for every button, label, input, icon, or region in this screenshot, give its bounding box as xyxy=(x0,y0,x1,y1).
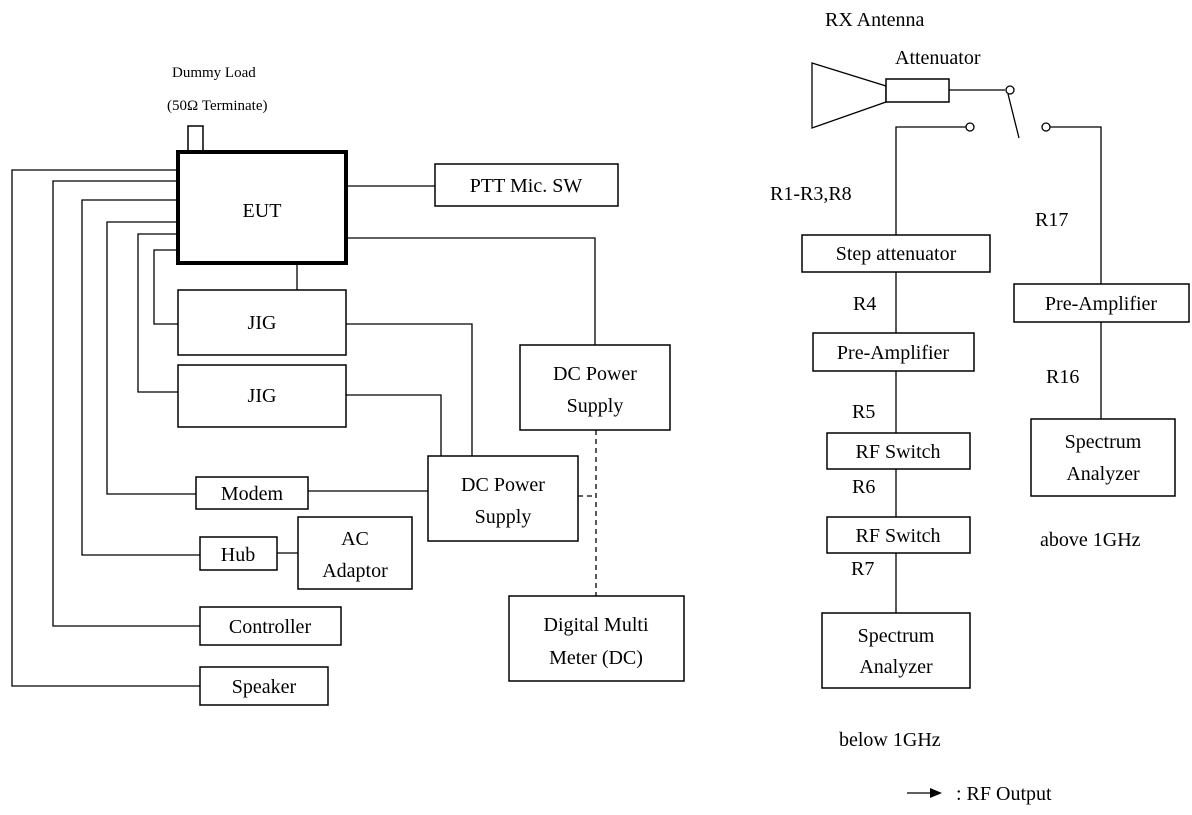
dc-power-supply-2-box xyxy=(427,455,579,542)
rf-switch-1-label: RF Switch xyxy=(855,441,940,463)
attenuator-box xyxy=(885,78,950,103)
step-attenuator-box xyxy=(801,234,991,273)
spectrum-analyzer-high-box xyxy=(1030,418,1176,497)
cable-r4-label: R4 xyxy=(853,293,876,315)
modem-label: Modem xyxy=(221,483,284,505)
jig1-box xyxy=(177,289,347,356)
spectrum-analyzer-low-label-2: Analyzer xyxy=(859,656,933,678)
hub-cable xyxy=(81,199,200,556)
legend: : RF Output xyxy=(907,783,1052,805)
dmm-label-2: Meter (DC) xyxy=(549,647,643,669)
switch-terminal-low xyxy=(965,122,975,132)
cable-r7-label: R7 xyxy=(851,558,874,580)
rx-antenna-horn xyxy=(811,62,887,129)
dc-power-supply-1-box xyxy=(519,344,671,431)
spectrum-analyzer-low-label: Spectrum xyxy=(858,625,935,647)
dc-power-2-label-2: Supply xyxy=(475,506,532,528)
jig1-cable xyxy=(153,249,178,325)
rf-output-legend-label: : RF Output xyxy=(956,783,1052,805)
speaker-label: Speaker xyxy=(232,676,297,698)
dummy-load-label: Dummy Load xyxy=(172,65,256,81)
speaker-box xyxy=(199,666,329,706)
attenuator-label: Attenuator xyxy=(895,47,981,69)
rf-switch-2-label: RF Switch xyxy=(855,525,940,547)
modem-cable xyxy=(106,221,196,495)
rf-switch-1-box xyxy=(826,432,971,470)
switch-terminal-high xyxy=(1041,122,1051,132)
jig1-label: JIG xyxy=(248,312,277,334)
pre-amplifier-high-label: Pre-Amplifier xyxy=(1045,293,1158,315)
below-1ghz-label: below 1GHz xyxy=(839,729,941,751)
cable-r17-label: R17 xyxy=(1035,209,1068,231)
step-attenuator-label: Step attenuator xyxy=(836,243,957,265)
spectrum-analyzer-high-label: Spectrum xyxy=(1065,431,1142,453)
spectrum-analyzer-low-box xyxy=(821,612,971,689)
dummy-load xyxy=(187,125,204,152)
dummy-load-terminate-label: (50Ω Terminate) xyxy=(167,98,267,114)
jig2-to-dc2-cable xyxy=(346,394,442,456)
jig1-to-dc2-cable xyxy=(346,323,473,456)
cable-r1-r3-r8 xyxy=(895,126,966,235)
eut-label: EUT xyxy=(243,200,282,222)
switch-lever xyxy=(1007,93,1020,139)
cable-r16-label: R16 xyxy=(1046,366,1079,388)
jig2-cable xyxy=(137,233,178,393)
jig2-box xyxy=(177,364,347,428)
right-setup: RX Antenna Attenuator R1-R3,R8 Step atte… xyxy=(770,9,1190,751)
hub-label: Hub xyxy=(221,544,255,566)
digital-multimeter-box xyxy=(508,595,685,682)
dc-power-2-label: DC Power xyxy=(461,474,545,496)
rf-output-arrow-icon xyxy=(930,788,942,798)
controller-box xyxy=(199,606,342,646)
cable-r6-label: R6 xyxy=(852,476,875,498)
cable-r5-label: R5 xyxy=(852,401,875,423)
pre-amplifier-low-label: Pre-Amplifier xyxy=(837,342,950,364)
rf-switch-2-box xyxy=(826,516,971,554)
eut-box xyxy=(176,150,348,265)
ac-adaptor-label-2: Adaptor xyxy=(322,560,388,582)
rx-antenna-label: RX Antenna xyxy=(825,9,925,31)
spectrum-analyzer-high-label-2: Analyzer xyxy=(1066,463,1140,485)
cable-r1-r3-r8-label: R1-R3,R8 xyxy=(770,183,852,205)
speaker-cable xyxy=(11,169,200,687)
cable-r17 xyxy=(1050,126,1102,284)
above-1ghz-label: above 1GHz xyxy=(1040,529,1141,551)
ac-adaptor-box xyxy=(297,516,413,590)
modem-box xyxy=(195,476,309,510)
ac-adaptor-label: AC xyxy=(341,528,369,550)
hub-box xyxy=(199,536,278,571)
dmm-label: Digital Multi xyxy=(544,614,649,636)
dc-power-1-label-2: Supply xyxy=(567,395,624,417)
pre-amplifier-low-box xyxy=(812,332,975,372)
pre-amplifier-high-box xyxy=(1013,283,1190,323)
left-setup: Dummy Load (50Ω Terminate) EUT PTT Mic. … xyxy=(11,65,685,706)
jig2-label: JIG xyxy=(248,385,277,407)
switch-common-terminal xyxy=(1005,85,1015,95)
ptt-label: PTT Mic. SW xyxy=(470,175,583,197)
ptt-mic-switch-box xyxy=(434,163,619,207)
controller-cable xyxy=(52,180,200,627)
controller-label: Controller xyxy=(229,616,312,638)
dc-power-1-label: DC Power xyxy=(553,363,637,385)
eut-to-dc1-cable xyxy=(346,237,596,345)
